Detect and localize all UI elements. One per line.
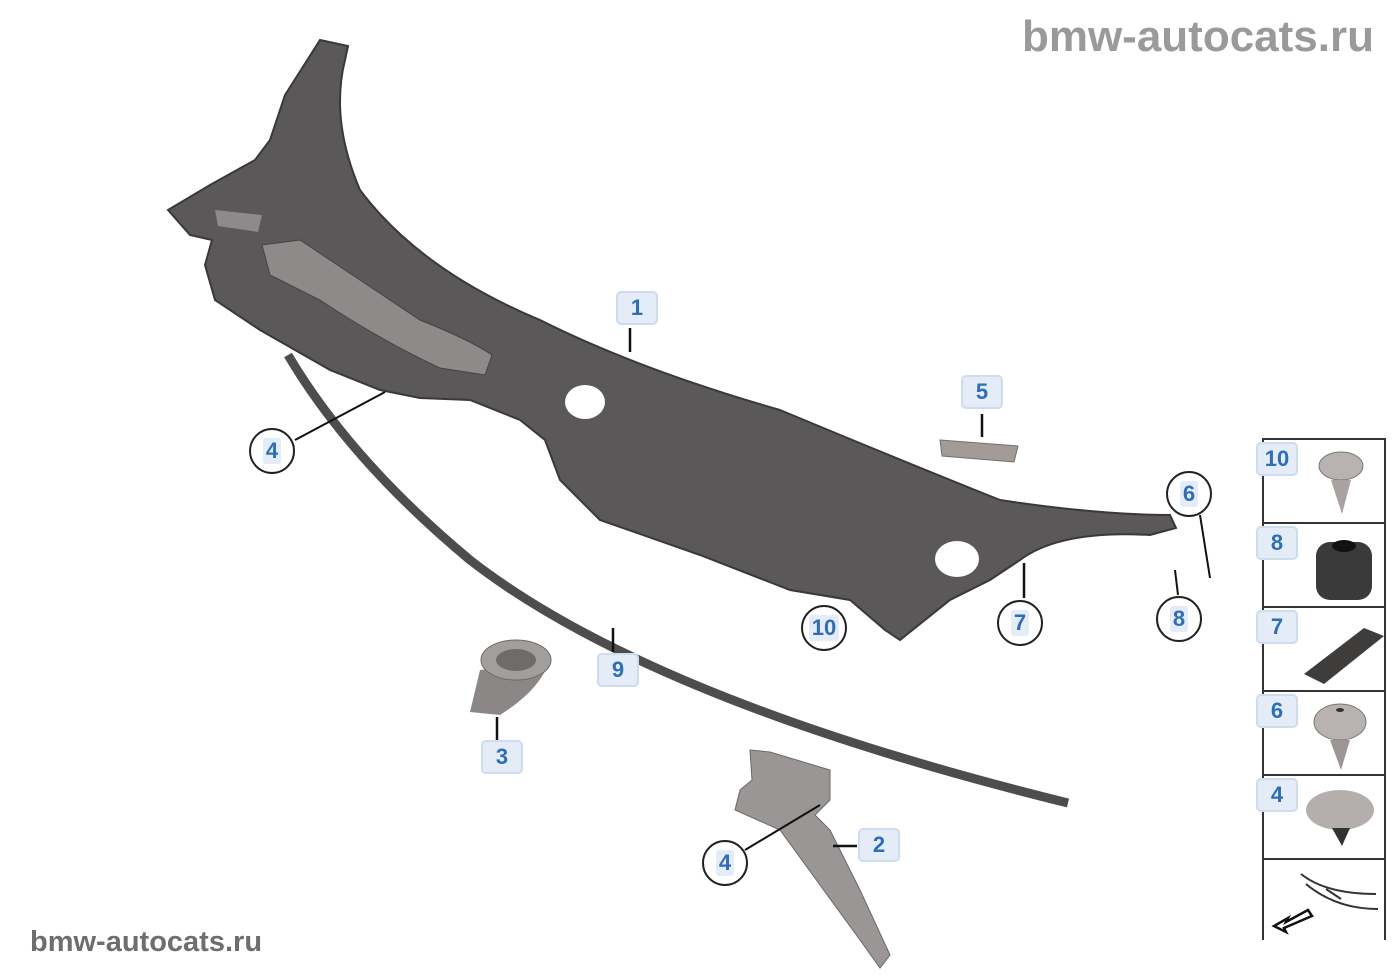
callout-9[interactable]: 9 bbox=[597, 653, 639, 687]
side-item-8[interactable]: 8 bbox=[1256, 524, 1386, 608]
watermark-bottom: bmw-autocats.ru bbox=[30, 926, 263, 958]
cowl-panel-part bbox=[166, 38, 1178, 642]
callout-1[interactable]: 1 bbox=[616, 291, 658, 325]
side-item-7[interactable]: 7 bbox=[1256, 608, 1386, 692]
side-label-10: 10 bbox=[1256, 442, 1298, 476]
round-clip-icon bbox=[1306, 790, 1374, 846]
callout-10-label: 10 bbox=[808, 615, 840, 641]
side-item-6[interactable]: 6 bbox=[1256, 692, 1386, 776]
callout-2[interactable]: 2 bbox=[858, 828, 900, 862]
side-item-4[interactable]: 4 bbox=[1256, 776, 1386, 860]
callout-6[interactable]: 6 bbox=[1166, 471, 1212, 517]
rubber-grommet-icon bbox=[1316, 540, 1372, 600]
callout-4-label: 4 bbox=[715, 850, 735, 876]
seal-strip-part bbox=[284, 352, 1070, 808]
callout-7-label: 7 bbox=[1010, 610, 1030, 636]
callout-4-lower[interactable]: 4 bbox=[702, 840, 748, 886]
side-label-6: 6 bbox=[1256, 694, 1298, 728]
expansion-rivet-icon bbox=[1313, 703, 1367, 770]
cowl-hole-right bbox=[935, 541, 979, 577]
callout-8-label: 8 bbox=[1169, 606, 1189, 632]
grommet-part bbox=[470, 639, 552, 715]
leader-lines bbox=[294, 328, 1211, 851]
grille-mesh-small bbox=[215, 210, 262, 232]
location-thumbnail bbox=[1262, 860, 1386, 940]
callout-6-label: 6 bbox=[1179, 481, 1199, 507]
side-label-4: 4 bbox=[1256, 778, 1298, 812]
callout-4-upper[interactable]: 4 bbox=[249, 428, 295, 474]
foam-pad-icon bbox=[1304, 628, 1384, 684]
bracket-part bbox=[734, 749, 891, 969]
callout-5[interactable]: 5 bbox=[961, 375, 1003, 409]
callout-3[interactable]: 3 bbox=[481, 740, 523, 774]
grille-mesh bbox=[261, 239, 493, 376]
vehicle-location-arrow-icon bbox=[1271, 873, 1379, 935]
callout-10[interactable]: 10 bbox=[801, 605, 847, 651]
side-item-10[interactable]: 10 bbox=[1256, 438, 1386, 524]
watermark-top: bmw-autocats.ru bbox=[1021, 12, 1374, 61]
side-label-8: 8 bbox=[1256, 526, 1298, 560]
callout-4-label: 4 bbox=[262, 438, 282, 464]
filter-part bbox=[939, 439, 1019, 463]
fastener-side-panel: 10 8 7 6 4 bbox=[1256, 438, 1386, 940]
cowl-hole-left bbox=[565, 385, 605, 419]
callout-7[interactable]: 7 bbox=[997, 600, 1043, 646]
side-label-7: 7 bbox=[1256, 610, 1298, 644]
callout-8[interactable]: 8 bbox=[1156, 596, 1202, 642]
push-clip-icon bbox=[1318, 451, 1364, 514]
